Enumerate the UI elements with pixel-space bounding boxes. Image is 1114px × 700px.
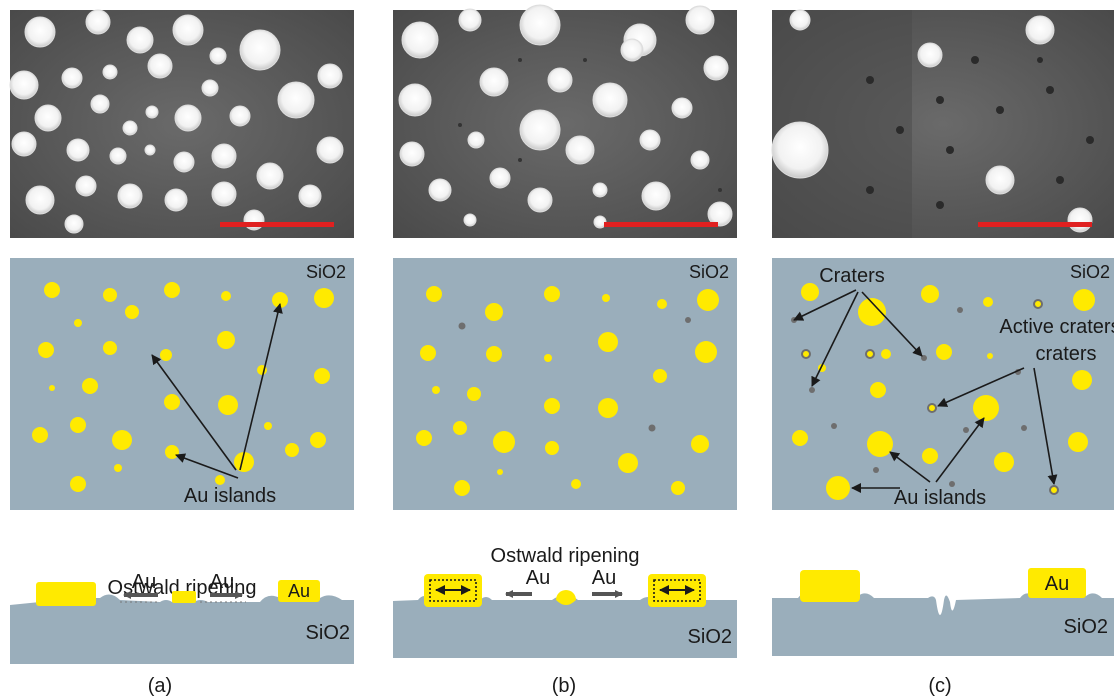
growth-outline-left xyxy=(429,579,477,602)
au-islands-c xyxy=(792,283,1095,500)
au-islands-a xyxy=(32,282,334,492)
flux-label-right: Au xyxy=(210,571,234,593)
substrate-top-view xyxy=(10,258,354,510)
sem-craters-b xyxy=(458,58,722,192)
substrate-cross-section xyxy=(10,594,354,664)
sem-micrograph-icon xyxy=(393,10,737,238)
au-island-large xyxy=(36,582,96,606)
substrate-label: SiO2 xyxy=(1070,262,1110,282)
au-islands-b xyxy=(416,286,719,496)
callout-active-craters: Active craters xyxy=(999,316,1114,338)
panel-caption: (c) xyxy=(928,675,951,697)
sem-particles-a xyxy=(9,9,344,234)
substrate-label: SiO2 xyxy=(689,262,729,282)
substrate-label: SiO2 xyxy=(306,262,346,282)
island-label: Au xyxy=(1045,573,1069,595)
sem-craters-c xyxy=(866,56,1094,209)
callout-arrows-islands xyxy=(851,417,985,493)
callout-au-islands: Au islands xyxy=(894,487,986,509)
cross-section-b: Ostwald ripening Au Au SiO2 xyxy=(393,545,737,658)
top-view-c: SiO2 Craters xyxy=(772,258,1114,510)
panel-caption: (b) xyxy=(552,675,576,697)
panel-a: SiO2 Au islands Ostwald rip xyxy=(9,9,354,697)
substrate-top-view xyxy=(393,258,737,510)
au-island-labeled xyxy=(278,580,320,602)
top-view-b: SiO2 xyxy=(393,258,737,510)
substrate-cross-section xyxy=(393,595,737,658)
sem-particles-c xyxy=(771,9,1093,233)
callout-arrows-a xyxy=(151,303,283,479)
callout-arrows-craters xyxy=(793,289,923,387)
callout-label: Au islands xyxy=(184,485,276,507)
au-island-labeled xyxy=(1028,568,1086,598)
active-craters xyxy=(801,299,1059,495)
panel-caption: (a) xyxy=(148,675,172,697)
top-view-a: SiO2 Au islands xyxy=(10,258,354,510)
callout-arrows-active xyxy=(937,367,1058,485)
cross-section-a: Ostwald ripening Au Au Au SiO2 xyxy=(10,571,354,664)
substrate-label: SiO2 xyxy=(306,622,350,644)
process-label: Ostwald ripening xyxy=(491,545,640,567)
sem-image-a xyxy=(9,9,354,238)
panel-b: SiO2 Ostwald ripening xyxy=(393,4,737,697)
substrate-top-view xyxy=(772,258,1114,510)
growth-outline-right xyxy=(653,579,701,602)
flux-label-left: Au xyxy=(526,567,550,589)
substrate-label: SiO2 xyxy=(688,626,732,648)
au-island-small xyxy=(172,591,196,603)
callout-active-craters-line2: craters xyxy=(1035,343,1096,365)
callout-craters: Craters xyxy=(819,265,885,287)
sem-image-b xyxy=(393,4,737,238)
scale-bar xyxy=(978,222,1092,227)
sem-particles-b xyxy=(398,4,733,229)
au-island-shrinking xyxy=(556,590,576,605)
scale-bar xyxy=(220,222,334,227)
scale-bar xyxy=(604,222,718,227)
flux-label-right: Au xyxy=(592,567,616,589)
substrate-cross-section xyxy=(772,593,1114,656)
au-island-large xyxy=(800,570,860,602)
substrate-label: SiO2 xyxy=(1064,616,1108,638)
craters-b xyxy=(458,317,691,432)
cross-section-c: Au SiO2 xyxy=(772,568,1114,656)
sem-image-c xyxy=(771,9,1114,238)
island-label: Au xyxy=(288,581,310,601)
flux-label-left: Au xyxy=(132,571,156,593)
panel-c: SiO2 Craters xyxy=(771,9,1114,697)
